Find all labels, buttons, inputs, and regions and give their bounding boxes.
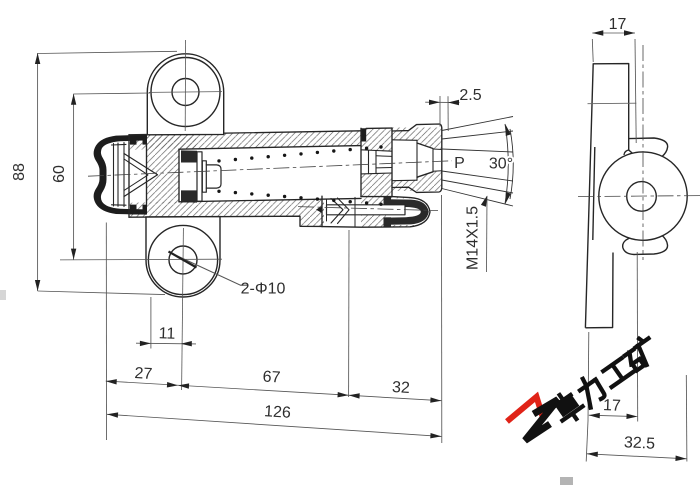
svg-text:11: 11 bbox=[158, 325, 175, 343]
svg-text:126: 126 bbox=[264, 403, 292, 422]
svg-text:67: 67 bbox=[262, 368, 281, 386]
svg-text:17: 17 bbox=[603, 397, 621, 415]
svg-text:2.5: 2.5 bbox=[459, 87, 481, 104]
svg-text:32.5: 32.5 bbox=[623, 434, 655, 453]
svg-text:60: 60 bbox=[51, 165, 68, 183]
svg-text:M14X1.5: M14X1.5 bbox=[465, 206, 482, 270]
svg-text:88: 88 bbox=[11, 163, 28, 181]
svg-text:27: 27 bbox=[134, 365, 153, 383]
svg-text:32: 32 bbox=[392, 379, 411, 397]
svg-text:30°: 30° bbox=[489, 156, 513, 173]
svg-text:P: P bbox=[454, 155, 465, 172]
svg-text:2-Φ10: 2-Φ10 bbox=[241, 281, 286, 298]
svg-text:17: 17 bbox=[609, 16, 627, 33]
